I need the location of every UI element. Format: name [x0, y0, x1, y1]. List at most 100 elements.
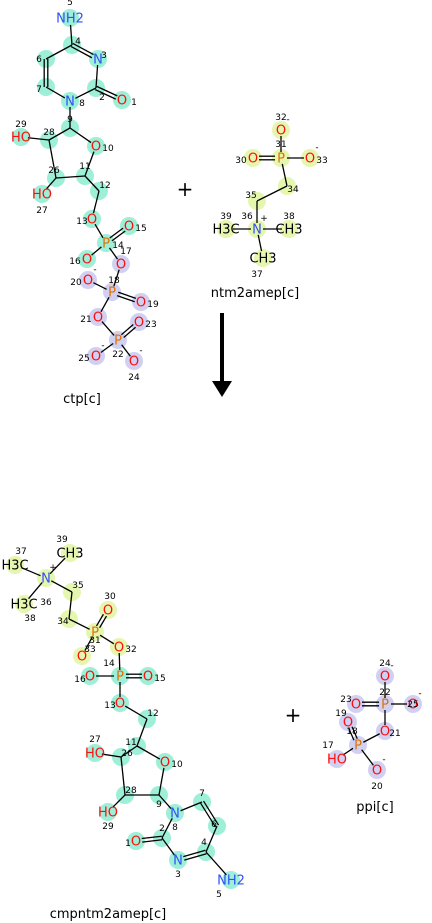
bond-33: [281, 163, 288, 187]
bond-55: [120, 745, 138, 758]
atom-index-c27: 27: [89, 735, 100, 745]
bond-54: [136, 745, 161, 760]
atom-highlight-c37: [6, 556, 24, 574]
atom-label-c29: HO: [98, 806, 118, 821]
atom-index-b34: 34: [287, 185, 299, 195]
atom-label-c13: O: [115, 697, 125, 712]
bond-19-a: [111, 230, 126, 242]
atom-label-b31: P: [277, 152, 285, 167]
atom-highlight-c33: [73, 647, 91, 665]
atom-label-c33: O: [77, 650, 87, 665]
atom-index-d22: 22: [379, 688, 390, 698]
atom-index-c9: 9: [156, 800, 162, 810]
atom-index-d21: 21: [389, 729, 400, 739]
atom-label-a16: O: [82, 253, 92, 268]
atom-charge-b32: -: [286, 115, 289, 125]
atom-index-a1: 5: [67, 0, 73, 8]
bond-36: [257, 234, 263, 252]
bond-4: [75, 87, 97, 99]
atom-label-a17: O: [116, 258, 126, 273]
atom-index-d17: 17: [322, 741, 333, 751]
atom-label-d21: O: [380, 725, 390, 740]
ntm2amep-name: ntm2amep[c]: [211, 286, 299, 301]
bond-63-b: [202, 800, 220, 826]
atom-index-a16: 16: [69, 257, 81, 267]
atom-index-a29: 29: [15, 120, 27, 130]
atom-charge-d25: -: [418, 689, 421, 699]
bond-40: [49, 557, 66, 575]
atom-index-c36: 36: [40, 598, 52, 608]
atom-index-c1: 1: [125, 839, 131, 849]
bond-24: [93, 282, 107, 290]
atom-highlight-c5: [222, 871, 240, 889]
bond-10: [84, 151, 95, 177]
atom-index-a11: 11: [79, 162, 90, 172]
atom-index-b30: 30: [235, 156, 247, 166]
atom-index-c30: 30: [104, 592, 116, 602]
atom-label-c30: O: [103, 604, 113, 619]
atom-label-a6: N: [65, 95, 75, 110]
bond-56: [101, 753, 122, 758]
atom-highlight-a24: [125, 352, 143, 370]
atom-index-a25: 25: [78, 354, 89, 364]
atom-label-c3: N: [173, 854, 183, 869]
bond-69-a: [141, 835, 162, 840]
atom-highlight-b31: [272, 149, 290, 167]
atom-label-b32: O: [276, 124, 286, 139]
atom-label-a13: O: [87, 213, 97, 228]
atom-index-d23: 23: [340, 695, 351, 705]
bond-11: [55, 175, 86, 179]
atom-highlight-c32: [110, 638, 128, 656]
atom-index-b39: 39: [220, 212, 232, 222]
atom-index-b32: 32: [275, 113, 286, 123]
bond-23-b: [118, 291, 137, 299]
atom-index-a15: 15: [135, 224, 146, 234]
atom-index-d25: 25: [407, 700, 418, 710]
atom-label-c1: O: [131, 835, 141, 850]
bond-62: [180, 801, 203, 812]
atom-label-b38: CH3: [275, 223, 302, 238]
atom-label-c27: HO: [85, 747, 105, 762]
bond-53: [136, 718, 148, 747]
atom-index-c34: 34: [57, 617, 69, 627]
bond-74: [363, 733, 380, 743]
bond-45-b: [95, 613, 104, 627]
atom-highlight-a27: [33, 185, 51, 203]
atom-index-c10: 10: [171, 760, 183, 770]
bond-15: [46, 177, 57, 190]
atom-label-a21: O: [93, 311, 103, 326]
atom-index-b37: 37: [251, 270, 262, 280]
atom-highlight-a29: [12, 128, 30, 146]
bond-41: [28, 582, 43, 600]
bond-28: [121, 344, 131, 357]
bond-52: [124, 705, 148, 720]
atom-label-c31: P: [91, 626, 99, 641]
atom-highlight-a15: [120, 217, 138, 235]
bond-21: [108, 247, 119, 260]
atom-highlight-c38: [15, 595, 33, 613]
atom-highlight-c13: [111, 694, 129, 712]
atom-highlight-c3: [169, 851, 187, 869]
atom-index-a18: 18: [108, 276, 120, 286]
atom-label-c36: N: [41, 572, 51, 587]
atom-highlight-a17: [112, 255, 130, 273]
bond-12: [48, 139, 57, 179]
bond-77: [361, 749, 374, 766]
atom-highlight-d19: [339, 713, 357, 731]
bond-46: [99, 634, 115, 645]
atom-index-b35: 35: [245, 191, 256, 201]
bond-3-b: [96, 85, 118, 97]
bond-34: [256, 185, 288, 202]
atom-highlight-c27: [86, 744, 104, 762]
atom-highlight-d20: [368, 761, 386, 779]
atom-index-a27: 27: [36, 206, 47, 216]
atom-index-c35: 35: [72, 581, 83, 591]
bond-58: [112, 794, 126, 808]
atom-index-a17: 17: [120, 247, 131, 257]
bond-75-b: [348, 727, 355, 741]
atom-index-b38: 38: [283, 212, 295, 222]
atom-label-a5: O: [117, 94, 127, 109]
bond-23-a: [116, 295, 135, 303]
atom-label-b33: O: [305, 152, 315, 167]
